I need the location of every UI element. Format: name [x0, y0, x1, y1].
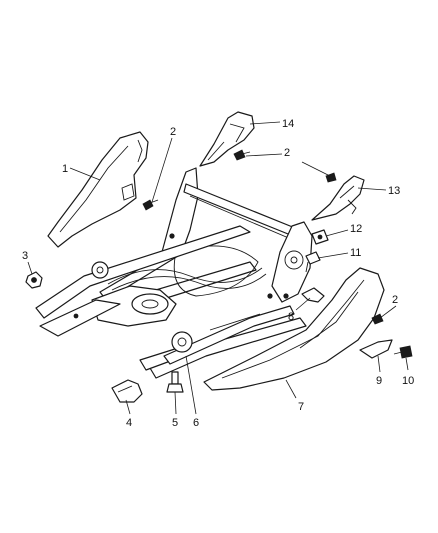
callout-11: 11	[350, 247, 361, 259]
bolt-5	[166, 371, 184, 393]
part-14-upper-bracket	[199, 111, 255, 167]
part-13-right-bracket	[311, 175, 365, 221]
callout-labels: 1 2 14 2 13 12 11 3 8 2 9 10 7 4 5 6	[22, 118, 414, 429]
nut-3	[25, 271, 43, 289]
screw-10	[393, 345, 413, 359]
bolt-11	[305, 251, 321, 273]
callout-12: 12	[350, 223, 362, 235]
callout-10: 10	[402, 375, 414, 387]
part-9-end-cap	[359, 339, 393, 359]
callout-13: 13	[388, 185, 400, 197]
callout-5: 5	[172, 417, 178, 429]
callout-2-right: 2	[392, 294, 398, 306]
screw-2-lower-right	[371, 313, 384, 325]
part-8-clip	[301, 287, 325, 303]
callout-1: 1	[62, 163, 68, 175]
callout-7: 7	[298, 401, 304, 413]
part-4-foot-cover	[111, 379, 143, 403]
callout-3: 3	[22, 250, 28, 262]
callout-9: 9	[376, 375, 382, 387]
fasteners	[25, 149, 413, 393]
callout-2-left: 2	[170, 126, 176, 138]
callout-14: 14	[282, 118, 294, 130]
callout-8: 8	[288, 311, 294, 323]
screw-2-top	[233, 149, 251, 161]
callout-6: 6	[193, 417, 199, 429]
leader-lines	[27, 121, 409, 415]
screw-2-left	[142, 199, 159, 211]
bolt-12	[311, 229, 329, 245]
part-1-left-shield	[47, 131, 149, 248]
seat-frame-assembly	[35, 167, 313, 379]
part-7-track-cover	[203, 267, 385, 391]
callout-4: 4	[126, 417, 132, 429]
callout-2-top: 2	[284, 147, 290, 159]
